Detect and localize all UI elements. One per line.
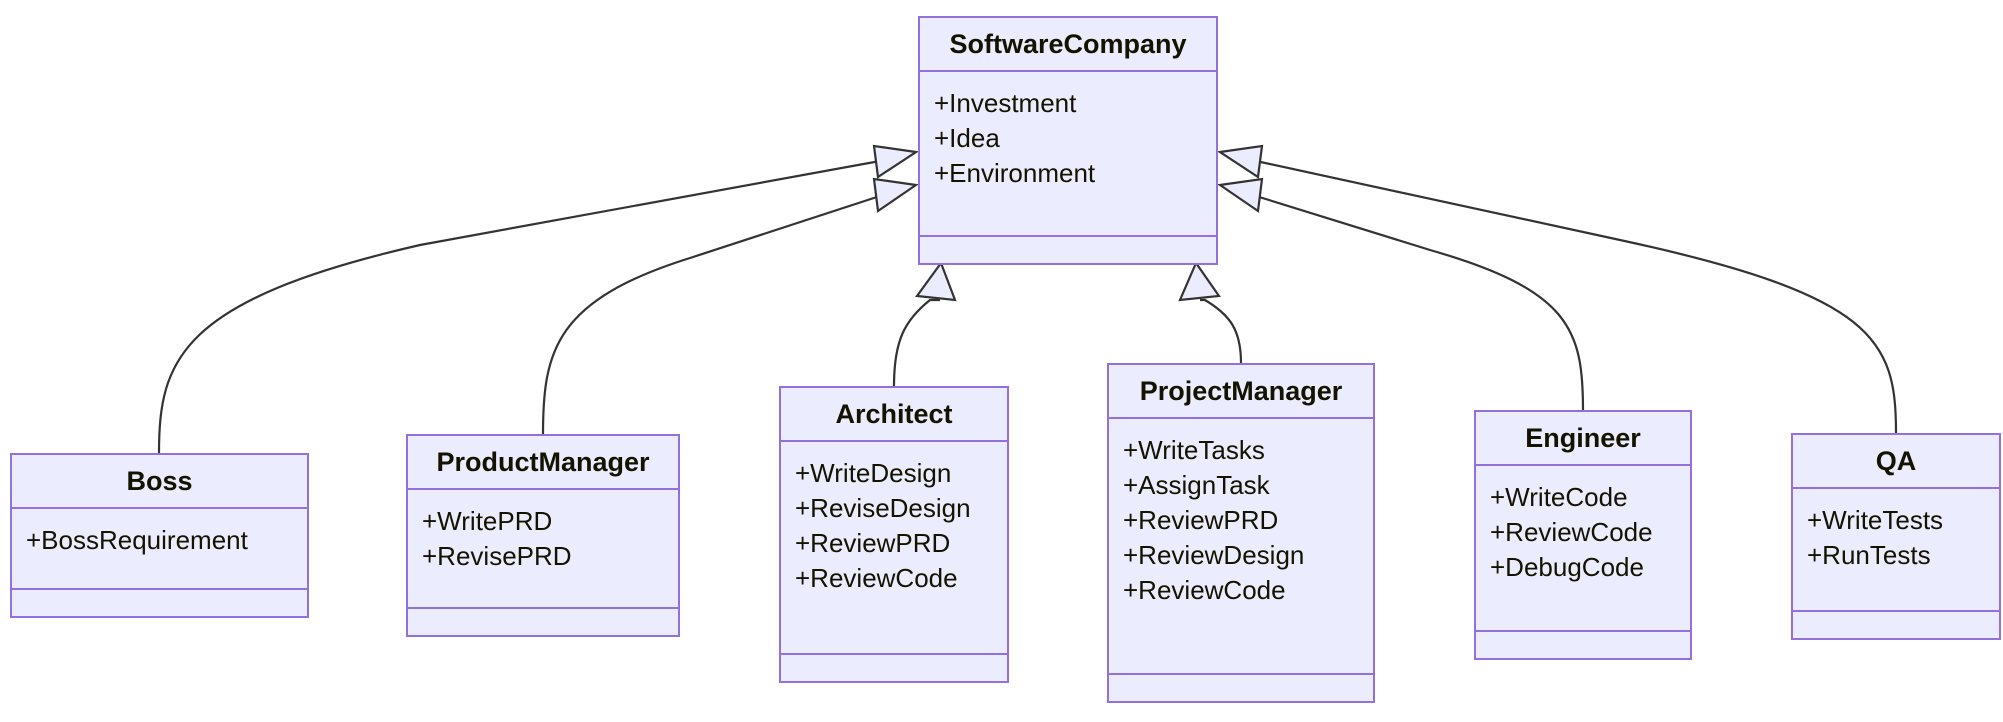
class-attribute: +WriteTasks (1123, 435, 1265, 465)
class-methods-architect (781, 655, 1007, 681)
class-methods-qa (1793, 612, 1999, 638)
class-title-projectmanager: ProjectManager (1109, 365, 1373, 419)
class-methods-projectmanager (1109, 675, 1373, 701)
class-attribute: +ReviewPRD (795, 528, 951, 559)
class-methods-softwarecompany (920, 237, 1216, 263)
edge-boss-to-softwarecompany (157, 159, 881, 454)
edge-projectmanager-to-softwarecompany (1200, 298, 1243, 364)
class-attributes-qa: +WriteTests +RunTests (1793, 489, 1999, 612)
class-methods-boss (12, 590, 307, 616)
arrowhead-productmanager-inheritance (872, 177, 919, 213)
class-attribute: +WriteCode (1490, 482, 1628, 512)
class-node-qa[interactable]: QA +WriteTests +RunTests (1791, 433, 2001, 640)
class-attributes-softwarecompany: +Investment +Idea +Environment (920, 72, 1216, 237)
class-attributes-architect: +WriteDesign +ReviseDesign +ReviewPRD +R… (781, 442, 1007, 655)
class-attribute: +Investment (934, 88, 1077, 118)
class-attribute: +ReviewCode (1123, 575, 1286, 606)
class-node-softwarecompany[interactable]: SoftwareCompany +Investment +Idea +Envir… (918, 16, 1218, 265)
arrowhead-projectmanager-inheritance (1178, 260, 1221, 302)
class-attributes-boss: +BossRequirement (12, 509, 307, 590)
class-title-architect: Architect (781, 388, 1007, 442)
class-node-boss[interactable]: Boss +BossRequirement (10, 453, 309, 618)
class-attribute: +DebugCode (1490, 552, 1644, 583)
class-title-boss: Boss (12, 455, 307, 509)
class-title-qa: QA (1793, 435, 1999, 489)
class-node-architect[interactable]: Architect +WriteDesign +ReviseDesign +Re… (779, 386, 1009, 683)
class-attribute: +RunTests (1807, 540, 1931, 571)
arrowhead-boss-inheritance (872, 144, 920, 179)
class-attribute: +Idea (934, 123, 1000, 154)
class-node-projectmanager[interactable]: ProjectManager +WriteTasks +AssignTask +… (1107, 363, 1375, 703)
class-attribute: +ReviewCode (1490, 517, 1653, 548)
class-attribute: +RevisePRD (422, 541, 572, 572)
class-attributes-projectmanager: +WriteTasks +AssignTask +ReviewPRD +Revi… (1109, 419, 1373, 675)
class-attributes-engineer: +WriteCode +ReviewCode +DebugCode (1476, 466, 1690, 632)
class-node-engineer[interactable]: Engineer +WriteCode +ReviewCode +DebugCo… (1474, 410, 1692, 660)
class-attribute: +WriteTests (1807, 505, 1944, 535)
arrowhead-qa-inheritance (1216, 144, 1264, 179)
class-attribute: +AssignTask (1123, 470, 1270, 501)
class-node-productmanager[interactable]: ProductManager +WritePRD +RevisePRD (406, 434, 680, 637)
class-title-productmanager: ProductManager (408, 436, 678, 490)
class-attribute: +WritePRD (422, 506, 553, 536)
class-attribute: +BossRequirement (26, 525, 248, 555)
class-attribute: +ReviseDesign (795, 493, 971, 524)
class-attribute: +ReviewCode (795, 563, 958, 594)
class-attribute: +WriteDesign (795, 458, 952, 488)
arrowhead-architect-inheritance (914, 260, 957, 302)
class-title-engineer: Engineer (1476, 412, 1690, 466)
class-attribute: +Environment (934, 158, 1096, 189)
class-attribute: +ReviewPRD (1123, 505, 1279, 536)
edge-architect-to-softwarecompany (892, 298, 940, 387)
class-attributes-productmanager: +WritePRD +RevisePRD (408, 490, 678, 609)
class-methods-productmanager (408, 609, 678, 635)
class-attribute: +ReviewDesign (1123, 540, 1305, 571)
class-title-softwarecompany: SoftwareCompany (920, 18, 1216, 72)
class-methods-engineer (1476, 632, 1690, 658)
arrowhead-engineer-inheritance (1217, 177, 1264, 213)
